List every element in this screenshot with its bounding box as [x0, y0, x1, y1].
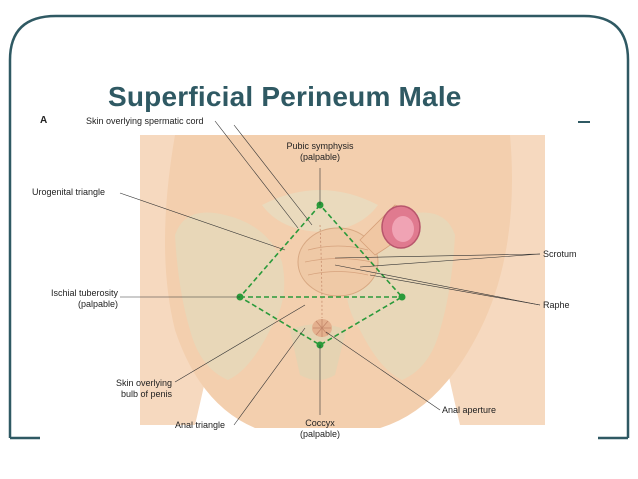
figure-letter: A — [40, 115, 48, 126]
label-pubic-symphysis-name: Pubic symphysis — [286, 141, 354, 151]
label-skin-bulb-penis: Skin overlying bulb of penis — [90, 378, 172, 400]
leader-anal-triangle — [233, 327, 306, 426]
title-dash-decoration — [578, 121, 590, 123]
sacrum-coccyx-bone — [290, 324, 346, 380]
label-skin-bulb-line1: Skin overlying — [115, 378, 172, 388]
label-scrotum: Scrotum — [543, 249, 577, 259]
left-pelvic-bone — [175, 212, 285, 380]
label-coccyx: Coccyx (palpable) — [285, 418, 355, 440]
leader-urogenital-triangle — [119, 192, 286, 251]
scrotal-folds — [304, 245, 373, 276]
label-pubic-symphysis-note: (palpable) — [299, 152, 341, 162]
leader-raphe — [334, 264, 541, 306]
label-coccyx-note: (palpable) — [299, 429, 341, 439]
label-skin-spermatic-cord: Skin overlying spermatic cord — [86, 116, 204, 126]
slide-title: Superficial Perineum Male — [108, 81, 462, 112]
label-coccyx-name: Coccyx — [305, 418, 335, 428]
label-ischial-tuberosity-note: (palpable) — [77, 299, 118, 309]
leader-skin-bulb — [174, 304, 306, 383]
label-pubic-symphysis: Pubic symphysis (palpable) — [280, 141, 360, 163]
scrotum-shape — [297, 227, 379, 297]
label-raphe: Raphe — [543, 300, 570, 310]
label-anal-triangle: Anal triangle — [175, 420, 226, 430]
label-anal-aperture: Anal aperture — [442, 405, 497, 415]
leader-scrotum — [334, 253, 541, 259]
pubic-arch — [262, 190, 378, 232]
perineum-diamond — [238, 203, 404, 346]
label-urogenital-triangle: Urogenital triangle — [32, 187, 106, 197]
right-ischial-point — [398, 293, 406, 301]
label-ischial-tuberosity-name: Ischial tuberosity — [50, 288, 118, 298]
leader-anal-aperture — [325, 331, 441, 411]
label-skin-bulb-line2: bulb of penis — [120, 389, 172, 399]
label-ischial-tuberosity: Ischial tuberosity (palpable) — [30, 288, 118, 310]
raphe-line — [319, 224, 323, 319]
leader-spermatic-cord — [214, 120, 299, 229]
